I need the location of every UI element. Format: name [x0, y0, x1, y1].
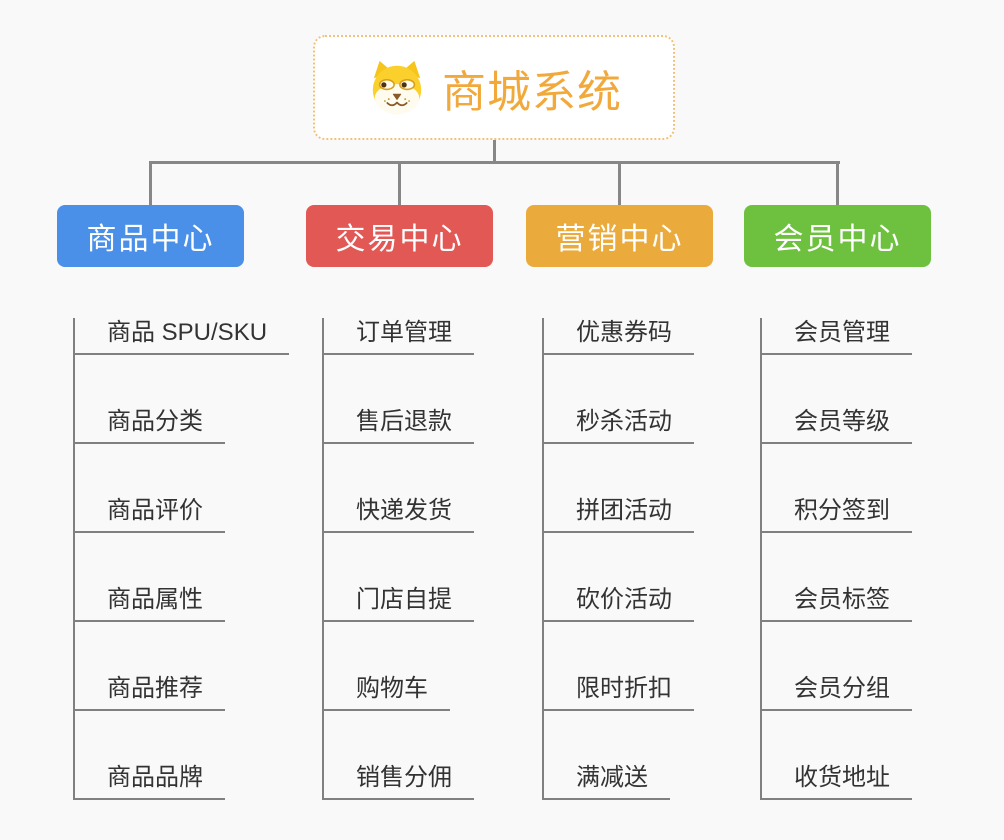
topic-item[interactable]: 快递发货	[324, 496, 474, 533]
branch-3: 会员中心 会员管理会员等级积分签到会员标签会员分组收货地址	[744, 161, 931, 800]
topic-item[interactable]: 售后退款	[324, 407, 474, 444]
branch-header-1[interactable]: 交易中心	[306, 205, 493, 267]
topic-item[interactable]: 优惠券码	[544, 318, 694, 355]
branch-items: 会员管理会员等级积分签到会员标签会员分组收货地址	[760, 318, 931, 800]
branch-header-label: 交易中心	[335, 223, 464, 256]
topic-item[interactable]: 满减送	[544, 763, 670, 800]
branch-header-label: 会员中心	[773, 223, 902, 256]
topic-item[interactable]: 砍价活动	[544, 585, 694, 622]
branch-1: 交易中心 订单管理售后退款快递发货门店自提购物车销售分佣	[306, 161, 493, 800]
topic-item[interactable]: 商品属性	[75, 585, 225, 622]
topic-item[interactable]: 秒杀活动	[544, 407, 694, 444]
topic-item[interactable]: 限时折扣	[544, 674, 694, 711]
branch-connector-drop	[398, 161, 401, 205]
topic-item[interactable]: 订单管理	[324, 318, 474, 355]
topic-item[interactable]: 会员分组	[762, 674, 912, 711]
topic-item[interactable]: 商品评价	[75, 496, 225, 533]
topic-item[interactable]: 商品 SPU/SKU	[75, 318, 290, 355]
topic-item[interactable]: 商品品牌	[75, 763, 225, 800]
branch-connector-drop	[149, 161, 152, 205]
branch-header-3[interactable]: 会员中心	[744, 205, 931, 267]
shiba-dog-face-icon	[366, 59, 428, 117]
branch-0: 商品中心 商品 SPU/SKU 商品分类商品评价商品属性商品推荐商品品牌	[57, 161, 290, 800]
branch-items: 优惠券码秒杀活动拼团活动砍价活动限时折扣满减送	[542, 318, 713, 800]
branch-connector-bus	[149, 161, 840, 164]
topic-item[interactable]: 积分签到	[762, 496, 912, 533]
topic-item[interactable]: 会员标签	[762, 585, 912, 622]
branch-connector-drop	[836, 161, 839, 205]
branch-header-0[interactable]: 商品中心	[57, 205, 244, 267]
topic-item[interactable]: 销售分佣	[324, 763, 474, 800]
topic-item[interactable]: 商品分类	[75, 407, 225, 444]
root-topic-title: 商城系统	[442, 67, 622, 117]
topic-item[interactable]: 收货地址	[762, 763, 912, 800]
topic-item[interactable]: 会员等级	[762, 407, 912, 444]
topic-item[interactable]: 商品推荐	[75, 674, 225, 711]
branch-items: 商品 SPU/SKU 商品分类商品评价商品属性商品推荐商品品牌	[73, 318, 290, 800]
root-connector-stem	[493, 140, 496, 164]
branch-header-2[interactable]: 营销中心	[526, 205, 713, 267]
branch-connector-drop	[618, 161, 621, 205]
branch-header-label: 营销中心	[555, 223, 684, 256]
branch-header-label: 商品中心	[86, 223, 215, 256]
topic-item[interactable]: 拼团活动	[544, 496, 694, 533]
branch-2: 营销中心 优惠券码秒杀活动拼团活动砍价活动限时折扣满减送	[526, 161, 713, 800]
topic-item[interactable]: 会员管理	[762, 318, 912, 355]
root-topic[interactable]: 商城系统	[313, 35, 675, 140]
branch-items: 订单管理售后退款快递发货门店自提购物车销售分佣	[322, 318, 493, 800]
topic-item[interactable]: 门店自提	[324, 585, 474, 622]
topic-item[interactable]: 购物车	[324, 674, 450, 711]
